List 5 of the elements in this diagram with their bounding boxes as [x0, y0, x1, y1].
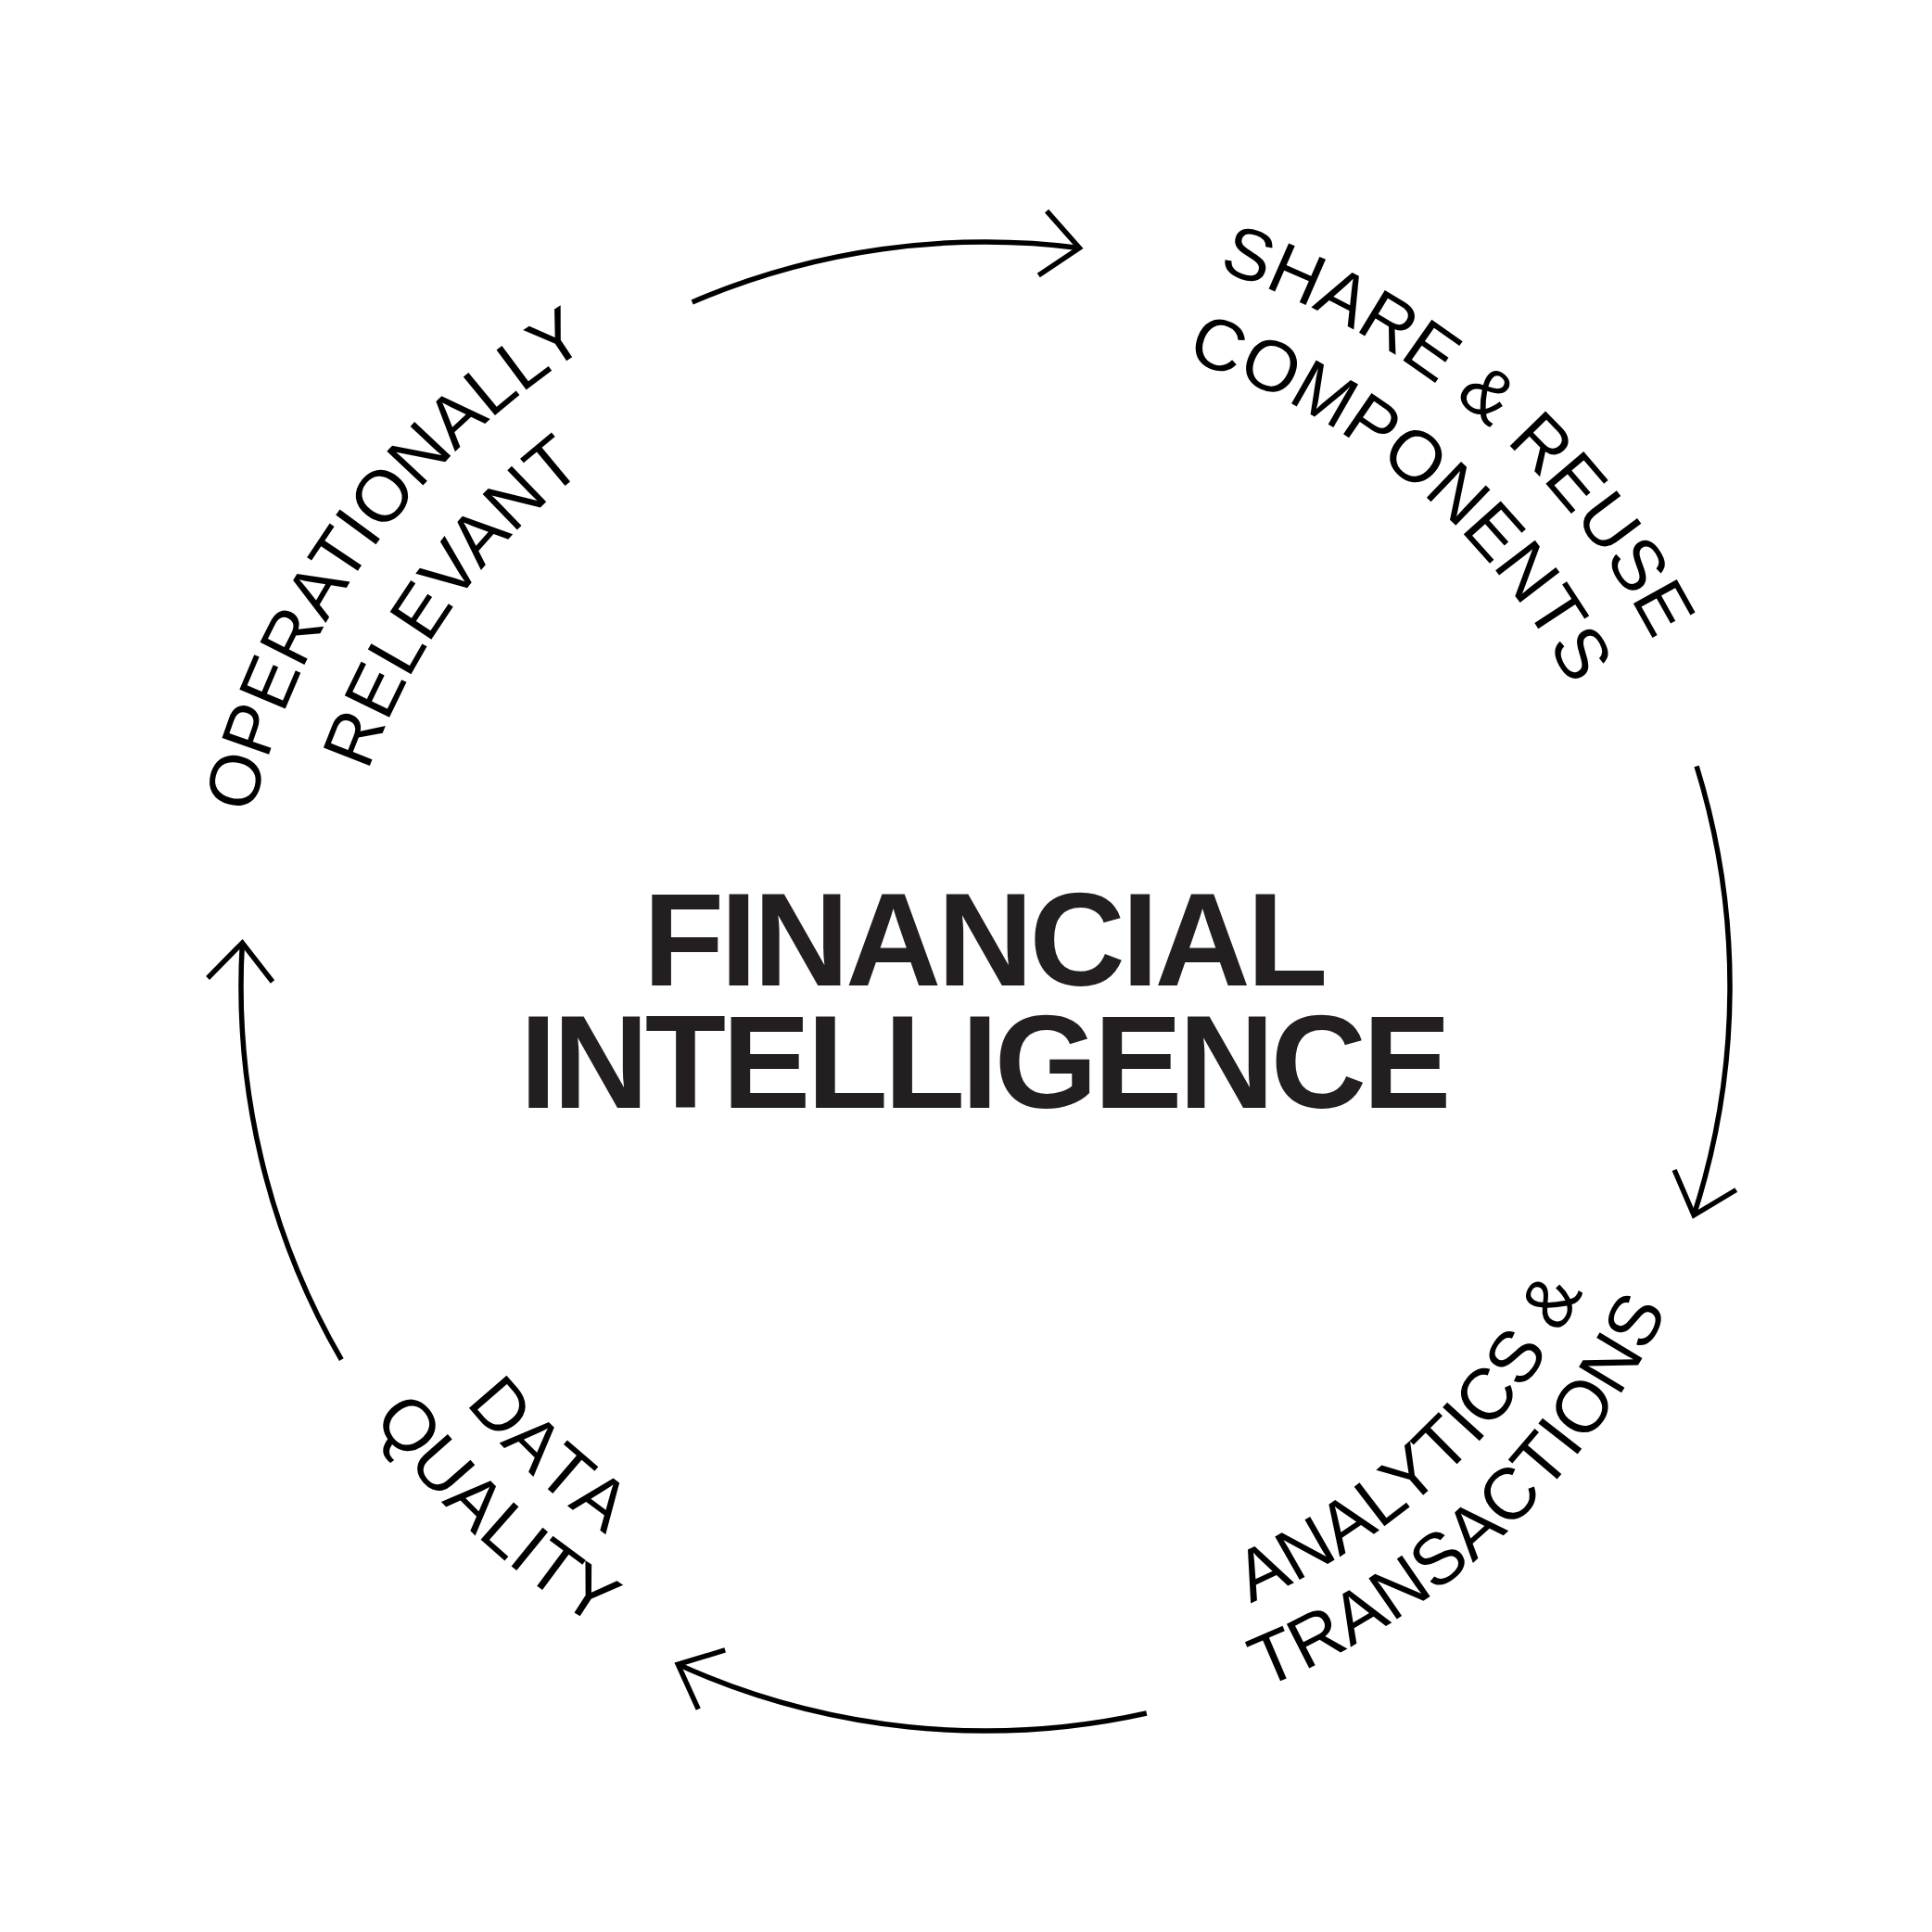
- diagram-title: FINANCIAL INTELLIGENCE: [519, 879, 1448, 1124]
- curved-arrow: [207, 940, 344, 1361]
- step-label: SHARE & REUSE COMPONENTS: [1186, 220, 1700, 687]
- curved-arrow: [691, 210, 1083, 305]
- step-label: DATA QUALITY: [371, 1370, 636, 1630]
